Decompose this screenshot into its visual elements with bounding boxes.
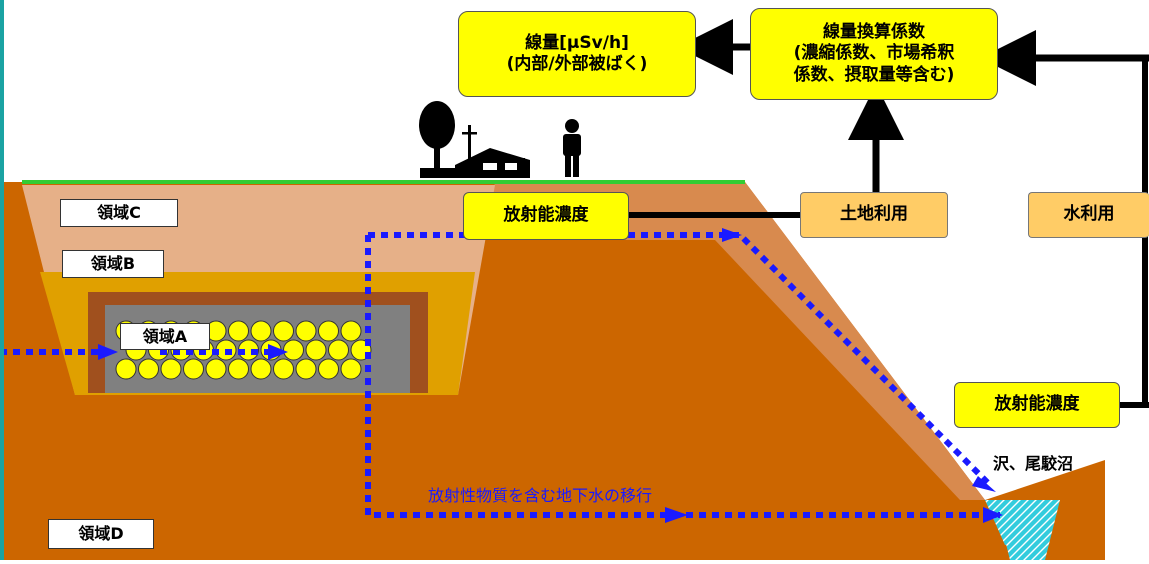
drum (328, 339, 349, 361)
house-icon (420, 148, 530, 178)
left-border (0, 0, 4, 560)
person-icon (563, 119, 581, 177)
drum (183, 358, 204, 380)
conversion-box: 線量換算係数 (濃縮係数、市場希釈 係数、摂取量等含む) (750, 8, 998, 100)
zone-b-label: 領域B (62, 250, 164, 278)
drum (295, 358, 317, 380)
drum (318, 320, 339, 342)
water-use-box: 水利用 (1028, 192, 1149, 238)
drum (340, 358, 362, 380)
flow-arrow-1 (98, 344, 118, 360)
zone-a-label: 領域A (120, 323, 210, 350)
drum (228, 358, 249, 380)
drum (295, 320, 317, 342)
drum (228, 320, 249, 342)
utility-pole-icon (462, 125, 477, 175)
dose-box: 線量[μSv/h] (内部/外部被ばく) (458, 11, 696, 97)
pond-label: 沢、尾駮沼 (992, 454, 1073, 473)
flow-arrow-3 (665, 507, 688, 523)
zone-d-label: 領域D (48, 519, 154, 549)
flow-arrow-4 (983, 507, 1003, 523)
dose-line-1: 線量[μSv/h] (525, 32, 629, 53)
drum (273, 320, 294, 342)
drum (283, 339, 304, 361)
dose-line-2: (内部/外部被ばく) (506, 54, 648, 74)
flow-arrow-6 (972, 476, 996, 492)
tree-icon (419, 101, 455, 178)
groundwater-label: 放射性物質を含む地下水の移行 (428, 486, 653, 505)
drum (115, 358, 137, 380)
drum (318, 358, 339, 380)
drum (273, 358, 294, 380)
drum (205, 358, 227, 380)
drum (138, 358, 159, 380)
flow-arrow-5 (722, 228, 742, 242)
drum (305, 339, 327, 361)
conversion-line-3: 係数、摂取量等含む) (793, 64, 955, 85)
drum (250, 358, 272, 380)
conversion-line-1: 線量換算係数 (823, 22, 925, 43)
flow-arrow-2 (268, 344, 288, 360)
radioactivity-land-box: 放射能濃度 (463, 192, 629, 240)
zone-c-label: 領域C (60, 199, 178, 227)
drum (340, 320, 362, 342)
radioactivity-pond-box: 放射能濃度 (954, 382, 1120, 428)
drum (250, 320, 272, 342)
drum (160, 358, 182, 380)
pond-water-lower (995, 500, 1060, 560)
conversion-line-2: (濃縮係数、市場希釈 (793, 43, 955, 64)
land-use-box: 土地利用 (800, 192, 948, 238)
